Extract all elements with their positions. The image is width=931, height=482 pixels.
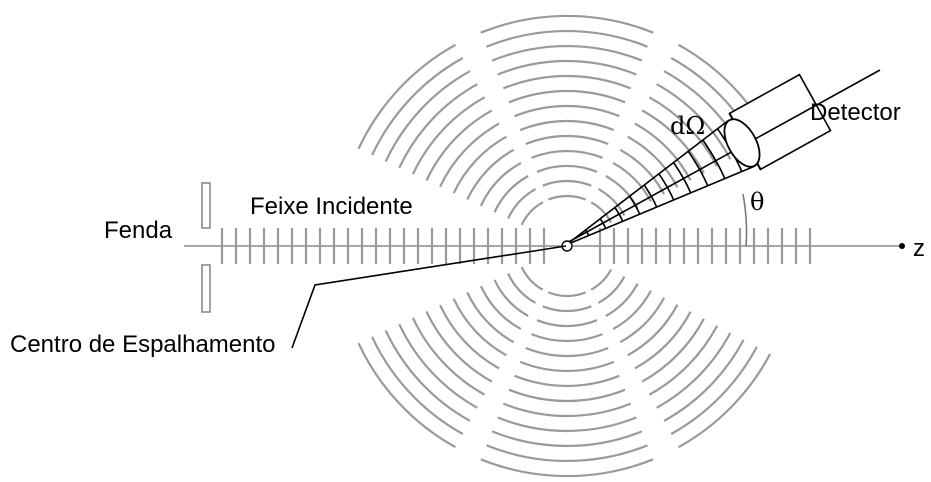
scattered-wavefront-arc xyxy=(491,430,643,448)
incident-beam-label: Feixe Incidente xyxy=(250,193,413,220)
scattered-wavefront-arc xyxy=(425,311,493,383)
scattered-wavefront-arc xyxy=(530,149,604,159)
scattered-wavefront-arc xyxy=(670,346,758,435)
scattered-wavefront-arc xyxy=(507,188,537,219)
scattered-wavefront-arc xyxy=(357,43,457,150)
scattered-wavefront-arc xyxy=(384,70,471,162)
scattered-wavefront-arc xyxy=(641,318,705,383)
scattered-wavefront-arc xyxy=(605,283,639,317)
scattered-wavefront-arc xyxy=(398,323,478,409)
scattered-wavefront-arc xyxy=(536,164,598,173)
scattered-wavefronts xyxy=(357,14,772,478)
scattered-wavefront-arc xyxy=(605,175,639,209)
scattered-wavefront-arc xyxy=(547,194,587,201)
incident-wavefronts xyxy=(220,228,812,264)
scattered-wavefront-arc xyxy=(634,311,692,370)
scattered-wavefront-arc xyxy=(612,290,652,331)
scattered-wavefront-arc xyxy=(508,89,626,104)
scattered-wavefront-arc xyxy=(411,96,486,175)
scattered-wavefront-arc xyxy=(508,388,626,403)
scattered-wavefront-arc xyxy=(590,268,613,291)
scattered-wavefront-arc xyxy=(425,109,493,181)
scattering-center-leader xyxy=(291,245,567,349)
solid-angle-aperture xyxy=(723,118,761,168)
scattered-wavefront-arc xyxy=(439,122,500,188)
scattered-wavefront-arc xyxy=(479,161,522,207)
scattered-wavefront-arc xyxy=(384,330,471,422)
solid-angle-label: dΩ xyxy=(670,112,705,140)
scattered-wavefront-arc xyxy=(452,135,507,194)
scattered-wavefront-arc xyxy=(542,305,592,313)
scattered-wavefront-arc xyxy=(648,325,719,396)
scattering-center-label: Centro de Espalhamento xyxy=(10,331,276,358)
scattered-wavefront-arc xyxy=(627,135,679,188)
scattered-wavefront-arc xyxy=(502,74,632,90)
scattered-wavefront-arc xyxy=(520,201,544,226)
theta-arc xyxy=(742,193,748,247)
detector-label: Detector xyxy=(810,99,901,126)
angle-label: θ xyxy=(750,188,764,216)
scattered-wavefront-arc xyxy=(514,105,620,118)
scattered-wavefront-arc xyxy=(536,319,598,328)
scattered-wavefront-arc xyxy=(525,346,609,358)
scattered-wavefront-arc xyxy=(493,175,529,213)
scattered-wavefront-arc xyxy=(542,179,592,187)
cone-wavefront xyxy=(687,150,709,187)
scattered-wavefront-arc xyxy=(634,122,692,181)
slit-lower-plate xyxy=(201,264,211,313)
scattered-wavefront-arc xyxy=(371,336,464,435)
scattered-wavefront-arc xyxy=(479,285,522,331)
scattered-wavefront-arc xyxy=(547,291,587,298)
scattered-wavefront-arc xyxy=(514,374,620,387)
cone-edge xyxy=(565,165,756,246)
scattered-wavefront-arc xyxy=(519,119,615,132)
scattered-wavefront-arc xyxy=(597,188,626,217)
scattered-wavefront-arc xyxy=(357,342,457,449)
scattered-wavefront-arc xyxy=(619,297,666,344)
scattered-wavefront-arc xyxy=(466,148,515,200)
scattered-wavefront-arc xyxy=(519,360,615,373)
scattered-wavefront-arc xyxy=(619,148,666,195)
scattered-wavefront-arc xyxy=(439,304,500,370)
scattered-wavefront-arc xyxy=(648,96,719,167)
scattered-wavefront-arc xyxy=(525,134,609,146)
scattered-wavefront-arc xyxy=(641,109,705,174)
cone-wavefront xyxy=(599,218,607,229)
scattered-wavefront-arc xyxy=(663,339,745,422)
cone-wavefront xyxy=(584,229,590,236)
scattered-wavefront-arc xyxy=(452,298,507,357)
cone-edge xyxy=(565,119,730,246)
z-axis-label: z xyxy=(913,235,925,262)
scattered-wavefront-arc xyxy=(627,304,679,357)
scattered-wavefront-arc xyxy=(520,266,544,291)
scattered-wavefront-arc xyxy=(507,273,537,304)
scattered-wavefront-arc xyxy=(480,458,654,478)
detector-axis-line xyxy=(564,69,881,245)
scattered-wavefront-arc xyxy=(480,14,654,34)
scattered-wavefront-arc xyxy=(497,416,637,432)
scattered-wavefront-arc xyxy=(411,317,486,396)
scattered-wavefront-arc xyxy=(656,332,732,409)
z-axis-end-dot xyxy=(899,243,905,249)
scattered-wavefront-arc xyxy=(502,402,632,418)
scattered-wavefront-arc xyxy=(466,292,515,344)
slit xyxy=(201,182,211,313)
scattered-wavefront-arc xyxy=(491,44,643,62)
scattered-wavefront-arc xyxy=(677,353,772,449)
scattered-wavefront-arc xyxy=(590,201,613,224)
scattered-wavefront-arc xyxy=(493,279,529,317)
scattered-wavefront-arc xyxy=(398,83,478,169)
scattered-wavefront-arc xyxy=(371,57,464,156)
scattered-wavefront-arc xyxy=(497,60,637,76)
scattered-wavefront-arc xyxy=(486,444,648,463)
scattered-wavefront-arc xyxy=(486,29,648,48)
scattered-wavefront-arc xyxy=(530,333,604,343)
slit-label: Fenda xyxy=(104,217,173,244)
slit-upper-plate xyxy=(201,182,211,229)
scattered-wavefront-arc xyxy=(597,275,626,304)
scattered-wavefront-arc xyxy=(656,83,732,160)
